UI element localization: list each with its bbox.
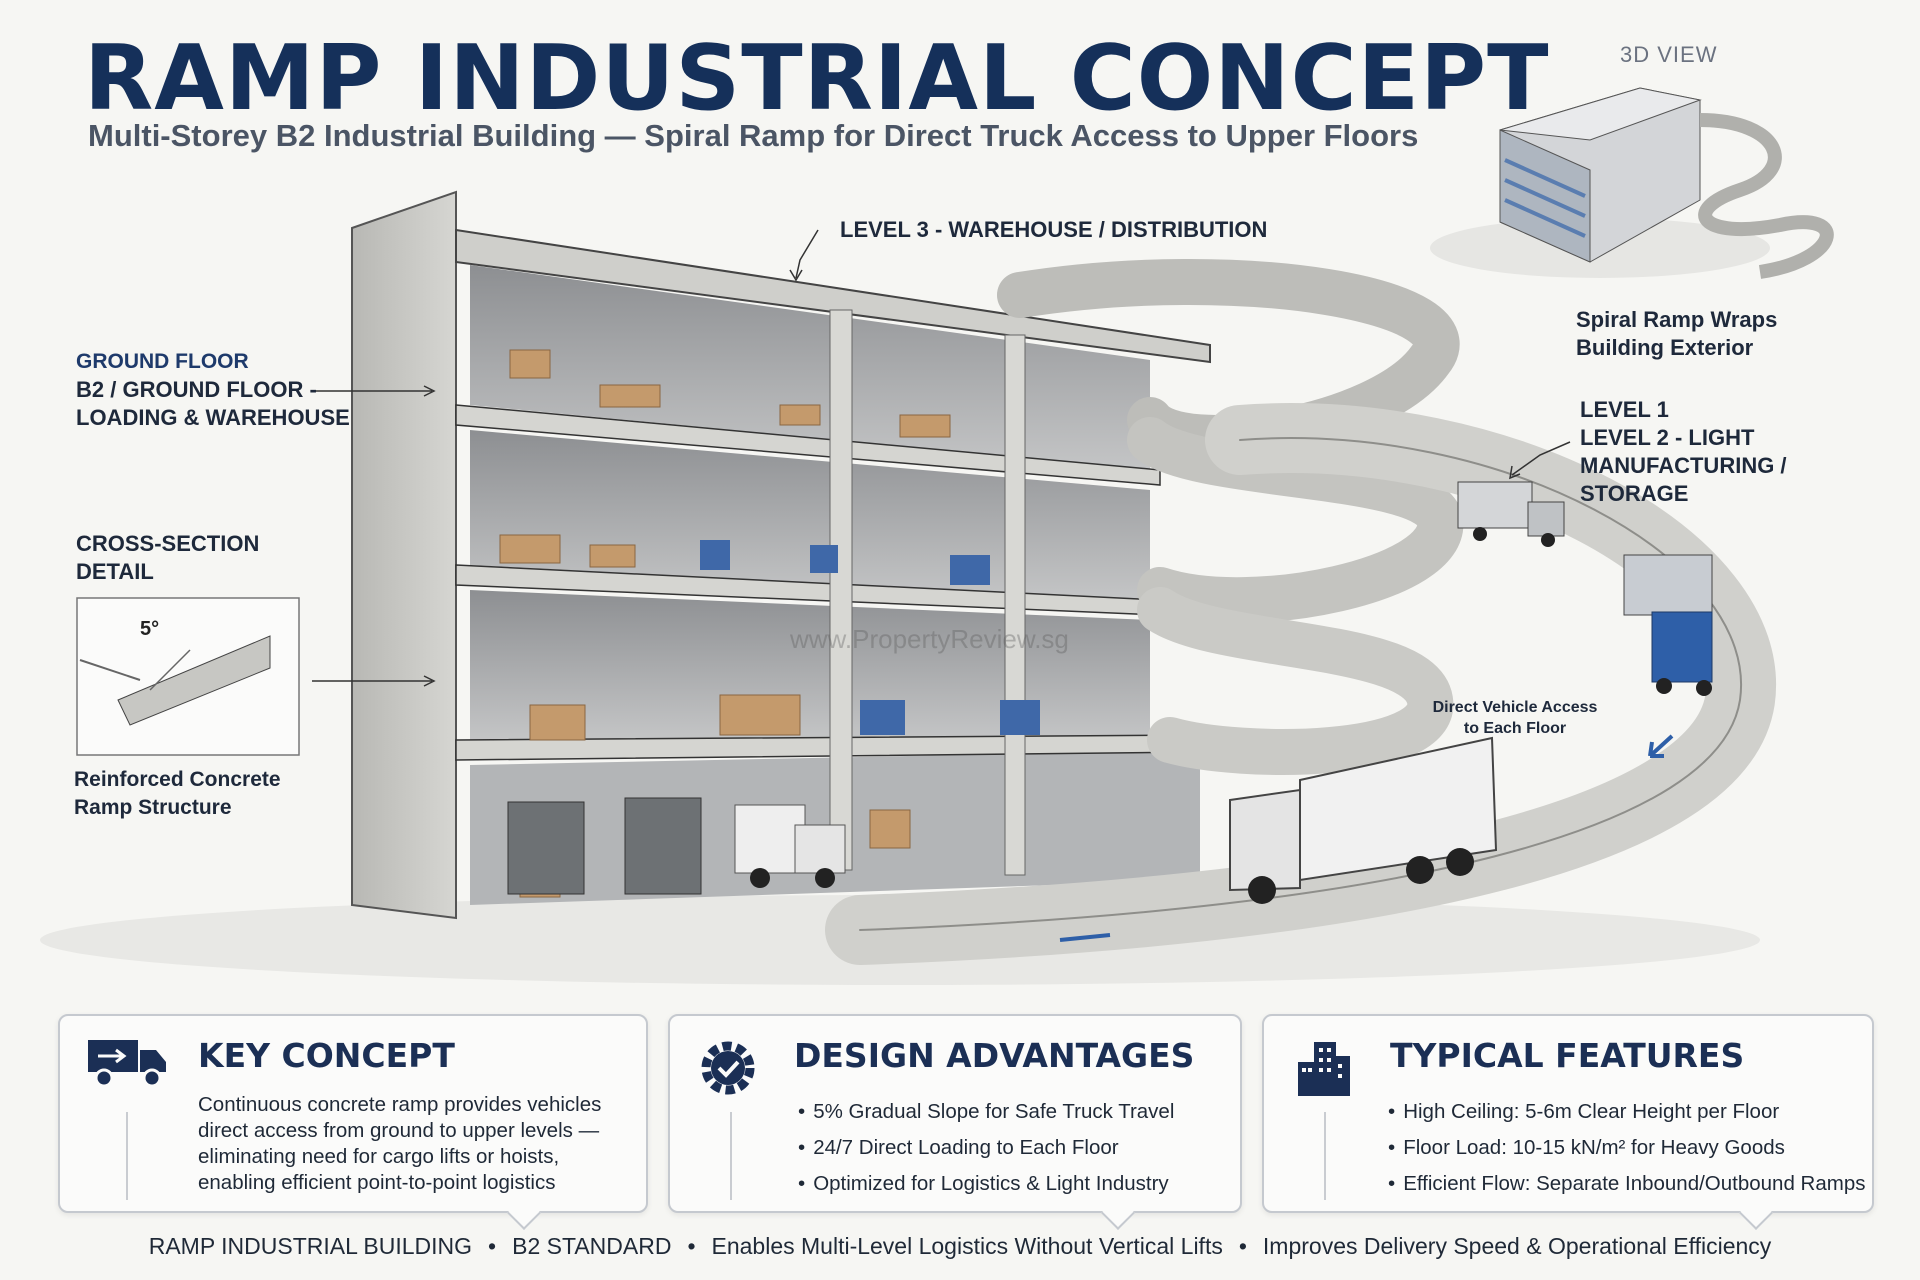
list-item: Efficient Flow: Separate Inbound/Outboun… xyxy=(1388,1166,1865,1202)
ground-floor-heading: GROUND FLOOR xyxy=(76,350,249,373)
footer-separator: • xyxy=(1238,1233,1247,1259)
design-advantages-panel: DESIGN ADVANTAGES 5% Gradual Slope for S… xyxy=(668,1014,1242,1230)
design-advantages-title: DESIGN ADVANTAGES xyxy=(794,1036,1195,1075)
column xyxy=(1004,334,1026,876)
panel-divider xyxy=(126,1112,128,1200)
footer-separator: • xyxy=(488,1233,497,1259)
list-item: High Ceiling: 5-6m Clear Height per Floo… xyxy=(1388,1094,1865,1130)
footer-strip: RAMP INDUSTRIAL BUILDING • B2 STANDARD • Ena… xyxy=(0,1233,1920,1260)
building-cross-section xyxy=(351,190,1211,920)
page-title: RAMP INDUSTRIAL CONCEPT xyxy=(84,26,1550,131)
loading-door xyxy=(507,801,585,895)
ramp-truck-blue xyxy=(1623,554,1713,696)
level-2-label-line: LEVEL 2 - LIGHT xyxy=(1580,425,1755,450)
footer-item: Enables Multi-Level Logistics Without Ve… xyxy=(711,1233,1223,1259)
direct-access-label-line: Direct Vehicle Access xyxy=(1432,699,1598,716)
level-1-label: LEVEL 1 xyxy=(1580,397,1669,422)
loading-door xyxy=(624,797,702,895)
roof-slab xyxy=(455,228,1211,364)
list-item: 5% Gradual Slope for Safe Truck Travel xyxy=(798,1094,1174,1130)
ramp-truck-grey xyxy=(1457,481,1565,547)
cross-section-label-line: DETAIL xyxy=(76,559,154,584)
level-1-interior xyxy=(470,590,1150,740)
reinforced-concrete-label: Reinforced Concrete Ramp Structure xyxy=(74,766,281,822)
key-concept-panel: KEY CONCEPT Continuous concrete ramp pro… xyxy=(58,1014,648,1230)
key-concept-title: KEY CONCEPT xyxy=(198,1036,455,1075)
leader-lines xyxy=(312,229,1571,687)
key-concept-text: Continuous concrete ramp provides vehicl… xyxy=(198,1092,601,1196)
key-concept-line: Continuous concrete ramp provides vehicl… xyxy=(198,1093,602,1116)
ground-floor-label-line: LOADING & WAREHOUSE xyxy=(76,405,350,430)
list-item: Optimized for Logistics & Light Industry xyxy=(798,1166,1174,1202)
building-illustration xyxy=(40,87,1834,985)
page-subtitle: Multi-Storey B2 Industrial Building — Sp… xyxy=(88,118,1419,153)
level-2-label-line: MANUFACTURING / xyxy=(1580,453,1787,478)
key-concept-line: eliminating need for cargo lifts or hois… xyxy=(198,1145,560,1168)
key-concept-line: direct access from ground to upper level… xyxy=(198,1119,600,1142)
design-advantages-list: 5% Gradual Slope for Safe Truck Travel 2… xyxy=(798,1094,1174,1202)
ramp-arrow-icon xyxy=(1648,734,1674,758)
direct-access-label-line: to Each Floor xyxy=(1463,720,1567,737)
panel-divider xyxy=(730,1112,732,1200)
reinforced-concrete-label-line: Ramp Structure xyxy=(74,796,232,819)
typical-features-panel: TYPICAL FEATURES High Ceiling: 5-6m Clea… xyxy=(1262,1014,1874,1230)
ramp-arrow-icon xyxy=(1059,933,1111,942)
building-icon xyxy=(1298,1042,1350,1096)
3d-view-building xyxy=(1430,87,1834,279)
ramp-truck-white xyxy=(1229,736,1498,904)
panel-tail xyxy=(507,1196,541,1230)
truck-icon xyxy=(88,1040,166,1088)
direct-access-label: Direct Vehicle Access to Each Floor xyxy=(1428,697,1602,739)
3d-view-caption-line: Building Exterior xyxy=(1576,335,1754,360)
cross-section-label-line: CROSS-SECTION xyxy=(76,531,260,556)
cross-section-detail-box xyxy=(76,597,300,756)
reinforced-concrete-label-line: Reinforced Concrete xyxy=(74,768,281,791)
ground-floor-truck xyxy=(734,804,846,888)
list-item: 24/7 Direct Loading to Each Floor xyxy=(798,1130,1174,1166)
watermark: www.PropertyReview.sg xyxy=(790,624,1069,654)
key-concept-line: enabling efficient point-to-point logist… xyxy=(198,1171,556,1194)
slab-level-3 xyxy=(455,404,1161,486)
view-3d-label: 3D VIEW xyxy=(1620,42,1718,67)
level-2-label-line: STORAGE xyxy=(1580,481,1689,506)
footer-separator: • xyxy=(687,1233,696,1259)
typical-features-list: High Ceiling: 5-6m Clear Height per Floo… xyxy=(1388,1094,1865,1202)
level-3-label: LEVEL 3 - WAREHOUSE / DISTRIBUTION xyxy=(840,217,1268,242)
ground-floor-label: B2 / GROUND FLOOR - LOADING & WAREHOUSE xyxy=(76,376,350,432)
ramp-angle-label: 5° xyxy=(140,618,160,640)
list-item: Floor Load: 10-15 kN/m² for Heavy Goods xyxy=(1388,1130,1865,1166)
machinery xyxy=(700,540,1040,735)
footer-item: Improves Delivery Speed & Operational Ef… xyxy=(1262,1233,1772,1259)
footer-item: B2 STANDARD xyxy=(512,1233,672,1259)
cross-section-label: CROSS-SECTION DETAIL xyxy=(76,530,259,586)
left-wall xyxy=(351,190,457,920)
panel-divider xyxy=(1324,1112,1326,1200)
ground-floor-label-line: B2 / GROUND FLOOR - xyxy=(76,377,317,402)
spiral-ramp xyxy=(825,258,1777,965)
3d-view-caption: Spiral Ramp Wraps Building Exterior xyxy=(1576,306,1777,362)
typical-features-title: TYPICAL FEATURES xyxy=(1390,1036,1745,1075)
gear-check-icon xyxy=(701,1041,755,1095)
3d-view-caption-line: Spiral Ramp Wraps xyxy=(1576,307,1778,332)
column xyxy=(829,309,853,871)
footer-item: RAMP INDUSTRIAL BUILDING xyxy=(148,1233,473,1259)
level-1-2-label: LEVEL 1 LEVEL 2 - LIGHT MANUFACTURING / … xyxy=(1580,396,1787,508)
level-3-interior xyxy=(470,265,1150,470)
